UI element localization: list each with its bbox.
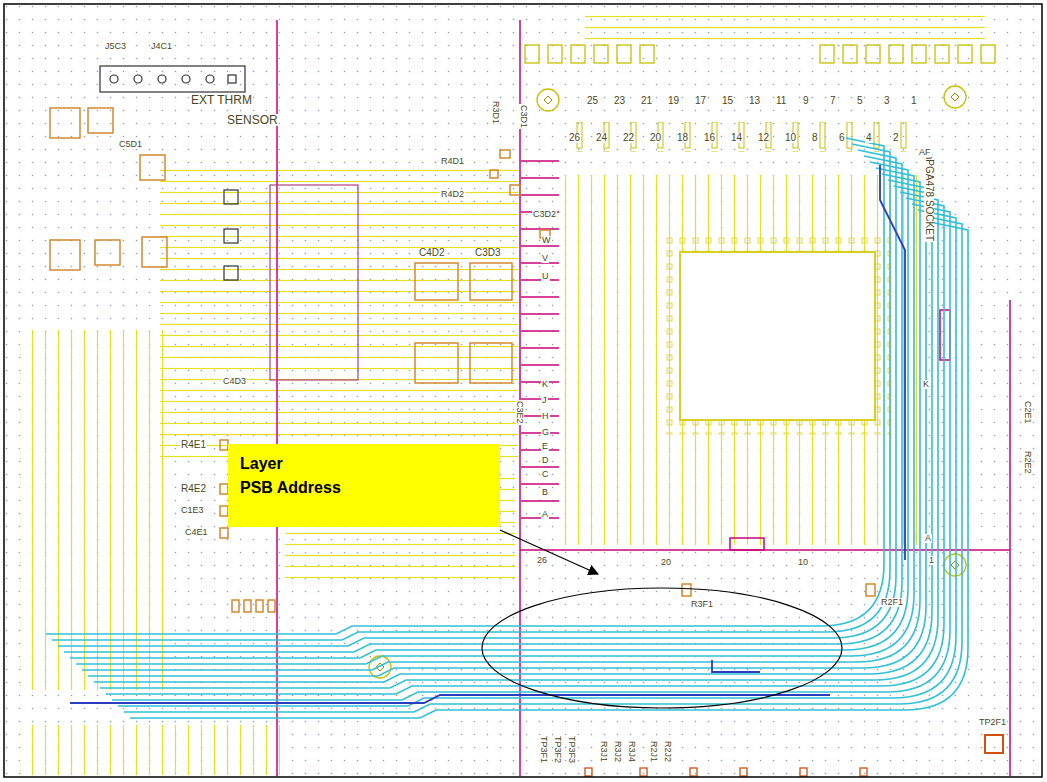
pin-number: 26	[568, 133, 581, 143]
part-label: R2F1	[880, 598, 904, 607]
pin-number: 8	[811, 133, 819, 143]
row-letter: B	[541, 488, 549, 497]
part-label: C3E2	[515, 400, 524, 425]
part-label: R4E1	[180, 440, 207, 450]
pin-number: 16	[703, 133, 716, 143]
part-label: R3F1	[690, 600, 714, 609]
row-letter: G	[541, 428, 550, 437]
pin-number: 20	[660, 558, 672, 567]
board-text: EXT THRM	[190, 94, 253, 106]
pin-number: 12	[757, 133, 770, 143]
pin-number: 4	[865, 133, 873, 143]
pin-number: 1	[928, 556, 935, 565]
part-label: R3J2	[613, 740, 622, 763]
pin-number: 3	[883, 96, 891, 106]
pin-number: 23	[613, 96, 626, 106]
part-label: TP2F1	[978, 718, 1007, 727]
pin-number: 25	[586, 96, 599, 106]
row-letter: D	[541, 456, 550, 465]
pin-number: 2	[892, 133, 900, 143]
pin-number: 11	[775, 96, 787, 106]
board-text: mPGA478 SOCKET	[924, 150, 934, 242]
part-label: R2E2	[1023, 450, 1032, 475]
callout-text: Layer	[240, 452, 283, 476]
part-label: C2E1	[1023, 400, 1032, 425]
part-label: R3J4	[627, 740, 636, 763]
part-label: J5C3	[104, 42, 127, 51]
pin-number: 5	[856, 96, 864, 106]
part-label: R4D1	[440, 157, 465, 166]
row-letter: J	[541, 396, 548, 405]
row-letter: W	[541, 236, 552, 245]
part-label: R4E2	[180, 484, 207, 494]
board-text: SENSOR	[226, 114, 279, 126]
part-label: R2J2	[663, 740, 672, 763]
part-label: TP3F3	[567, 735, 576, 764]
row-letter: K	[541, 380, 549, 389]
pin-number: 19	[667, 96, 680, 106]
callout-text: PSB Address	[240, 476, 341, 500]
part-label: R2J1	[649, 740, 658, 763]
part-label: C5D1	[118, 140, 143, 149]
part-label: R3D1	[491, 100, 500, 125]
pin-number: 1	[910, 96, 918, 106]
pin-number: 22	[622, 133, 635, 143]
pin-number: 6	[838, 133, 846, 143]
row-letter: A	[541, 510, 549, 519]
pin-number: 10	[784, 133, 797, 143]
part-label: C4D2	[418, 248, 446, 258]
part-label: J4C1	[150, 42, 173, 51]
pin-number: 14	[730, 133, 743, 143]
part-label: C4E1	[184, 528, 209, 537]
pin-number: 15	[721, 96, 734, 106]
pin-number: 10	[797, 558, 809, 567]
callout-box: LayerPSB Address	[228, 444, 500, 527]
part-label: R4D2	[440, 190, 465, 199]
part-label: TP3F2	[553, 735, 562, 764]
pin-number: 26	[536, 556, 548, 565]
row-letter: H	[541, 412, 550, 421]
row-letter: K	[922, 380, 930, 389]
pin-number: 9	[802, 96, 810, 106]
pin-number: 24	[595, 133, 608, 143]
row-letter: V	[541, 254, 549, 263]
row-letter: C	[541, 470, 550, 479]
row-letter: AF	[918, 148, 932, 157]
row-letter: E	[541, 442, 549, 451]
pin-number: 21	[640, 96, 653, 106]
part-label: C3D3	[474, 248, 502, 258]
pin-number: 18	[676, 133, 689, 143]
pin-number: 20	[649, 133, 662, 143]
part-label: C1E3	[180, 506, 205, 515]
part-label: TP3F1	[539, 735, 548, 764]
part-label: C3D1	[519, 104, 528, 129]
part-label: R3J1	[599, 740, 608, 763]
part-label: C4D3	[222, 377, 247, 386]
pin-number: 7	[829, 96, 837, 106]
row-letter: U	[541, 272, 550, 281]
row-letter: A	[924, 534, 932, 543]
part-label: C3D2	[532, 210, 557, 219]
pin-number: 17	[694, 96, 707, 106]
pin-number: 13	[748, 96, 761, 106]
